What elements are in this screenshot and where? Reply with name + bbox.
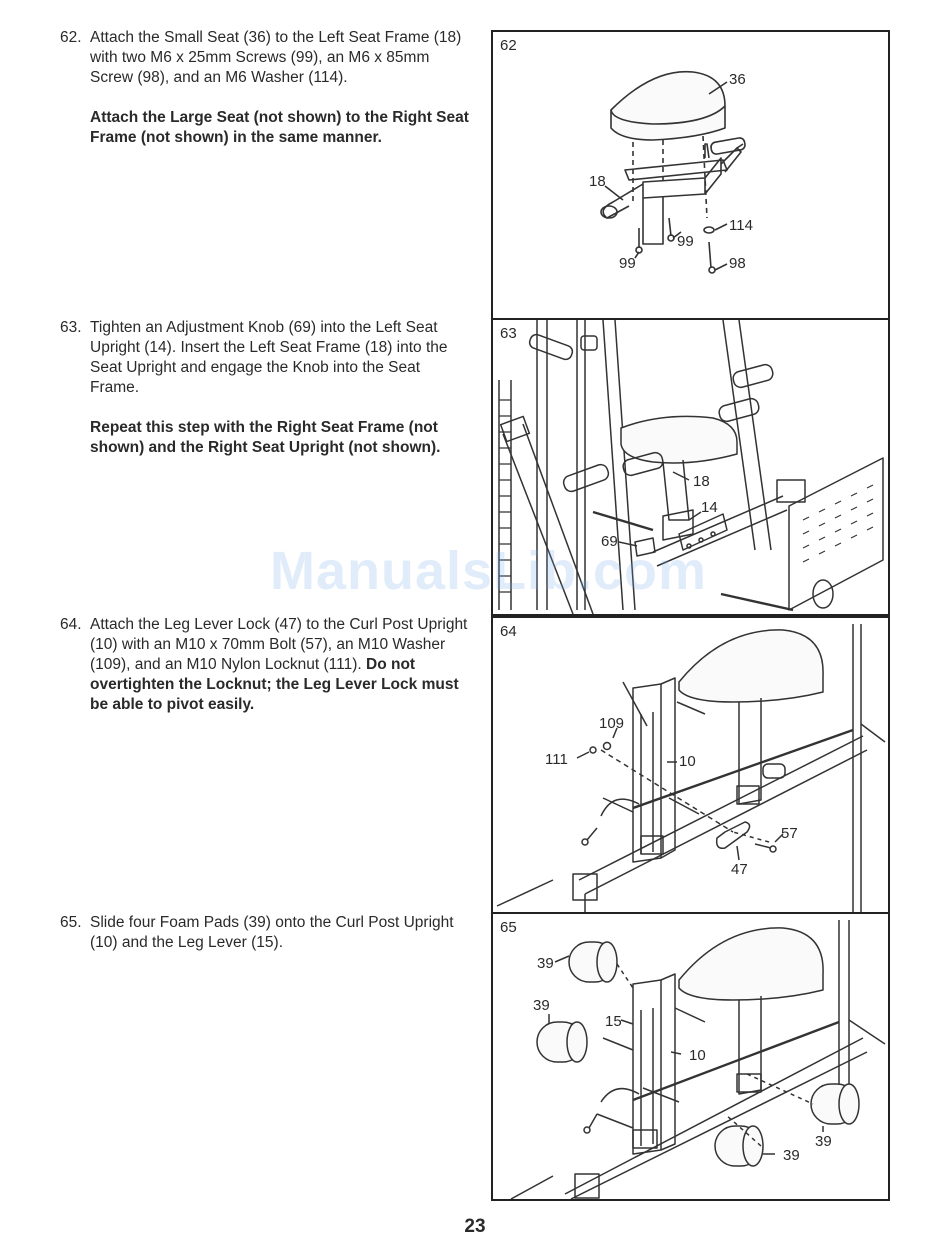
- callout-57: 57: [781, 825, 798, 842]
- step-62: 62. Attach the Small Seat (36) to the Le…: [60, 28, 470, 148]
- callout-39: 39: [533, 997, 550, 1014]
- figure-65: 65: [491, 912, 890, 1201]
- step-instruction: Slide four Foam Pads (39) onto the Curl …: [90, 914, 454, 951]
- callout-39: 39: [815, 1133, 832, 1150]
- step-instruction: Attach the Leg Lever Lock (47) to the Cu…: [90, 616, 468, 673]
- figure-label: 64: [500, 623, 517, 640]
- seat-assembly-diagram: 36 18 114 99 99 98: [589, 70, 753, 274]
- step-number: 64.: [60, 616, 82, 633]
- callout-69: 69: [601, 533, 618, 550]
- step-warning: Do not overtighten the Locknut; the Leg …: [90, 656, 459, 713]
- figure-label: 62: [500, 37, 517, 54]
- callout-109: 109: [599, 715, 624, 732]
- leg-lever-lock-diagram: 109 111 10 57 47: [496, 624, 886, 912]
- figure-label: 63: [500, 325, 517, 342]
- callout-114: 114: [729, 217, 753, 234]
- step-instruction: Attach the Small Seat (36) to the Left S…: [90, 29, 462, 86]
- step-note: Repeat this step with the Right Seat Fra…: [90, 419, 441, 456]
- figure-62: 62: [491, 30, 890, 320]
- step-65: 65. Slide four Foam Pads (39) onto the C…: [60, 913, 470, 953]
- figure-64: 64: [491, 616, 890, 914]
- callout-10: 10: [679, 753, 696, 770]
- callout-10: 10: [689, 1047, 706, 1064]
- callout-36: 36: [729, 71, 746, 88]
- callout-15: 15: [605, 1013, 622, 1030]
- step-number: 62.: [60, 29, 82, 46]
- page-number: 23: [464, 1216, 486, 1237]
- seat-upright-diagram: 18 14 69: [498, 320, 884, 614]
- step-instruction: Tighten an Adjustment Knob (69) into the…: [90, 319, 448, 396]
- figure-63: 63: [491, 318, 890, 616]
- figure-label: 65: [500, 919, 517, 936]
- step-instruction-block: Attach the Leg Lever Lock (47) to the Cu…: [90, 615, 470, 715]
- step-63: 63. Tighten an Adjustment Knob (69) into…: [60, 318, 470, 458]
- callout-18: 18: [589, 173, 606, 190]
- callout-99: 99: [619, 255, 636, 272]
- callout-111: 111: [545, 751, 568, 768]
- callout-18: 18: [693, 473, 710, 490]
- callout-39: 39: [783, 1147, 800, 1164]
- callout-14: 14: [701, 499, 718, 516]
- foam-pads-diagram: 39 39 15 10 39 39: [510, 920, 886, 1199]
- callout-47: 47: [731, 861, 748, 878]
- step-64: 64. Attach the Leg Lever Lock (47) to th…: [60, 615, 470, 715]
- step-note: Attach the Large Seat (not shown) to the…: [90, 109, 469, 146]
- step-number: 63.: [60, 319, 82, 336]
- callout-98: 98: [729, 255, 746, 272]
- step-number: 65.: [60, 914, 82, 931]
- callout-39: 39: [537, 955, 554, 972]
- callout-99: 99: [677, 233, 694, 250]
